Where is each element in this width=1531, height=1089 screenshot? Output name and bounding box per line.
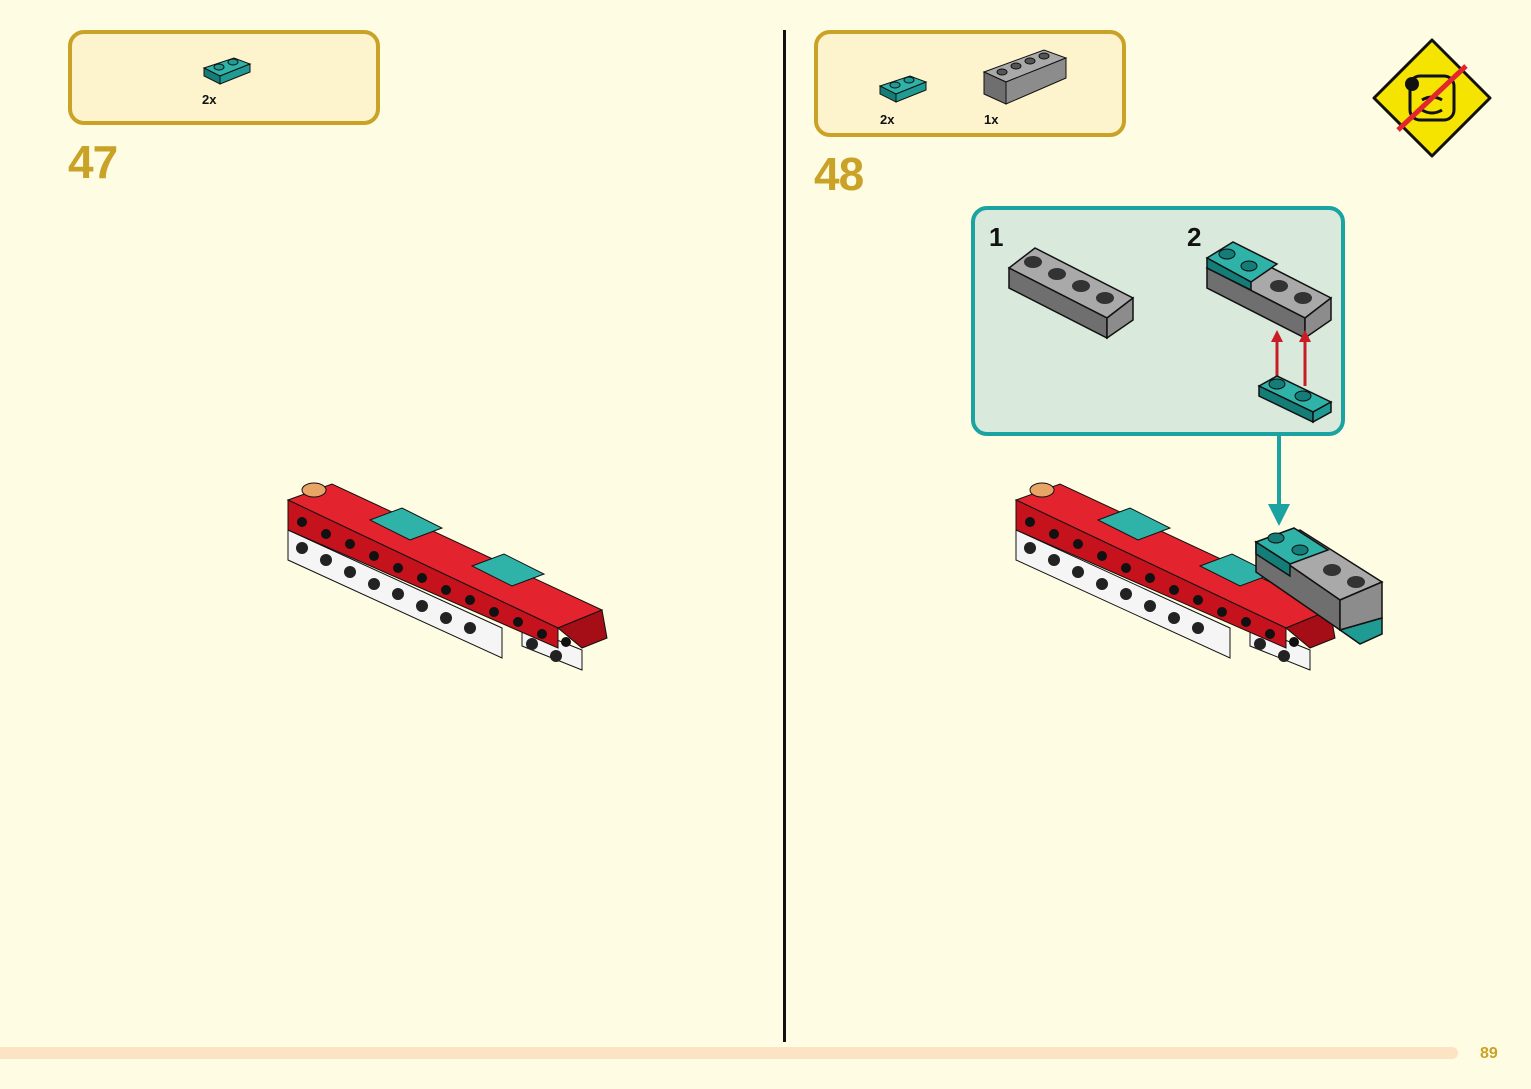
part-qty: 2x xyxy=(202,92,217,107)
teal-plate-1x2-icon xyxy=(202,57,252,85)
teal-plate-1x2-substep-2 xyxy=(1257,375,1333,424)
gray-brick-1x4-substep-1 xyxy=(1007,247,1135,340)
gray-brick-1x4-icon xyxy=(982,49,1068,105)
teal-plate-1x2-icon xyxy=(878,75,928,103)
substep-number: 1 xyxy=(989,222,1004,252)
tan-round-stud xyxy=(1029,482,1055,498)
assembly-model-step-48 xyxy=(1014,482,1384,671)
studs xyxy=(296,517,571,662)
gray-brick-with-teal-plate xyxy=(1254,527,1384,645)
studs xyxy=(1024,517,1299,662)
substep-callout: 1 2 xyxy=(971,206,1345,436)
page-number: 89 xyxy=(1480,1045,1498,1062)
teal-plates xyxy=(368,507,546,587)
assembly-model-step-47 xyxy=(286,482,608,671)
parts-list-step-47: 2x xyxy=(68,30,380,125)
substep-number: 2 xyxy=(1187,222,1202,252)
step-number: 48 xyxy=(814,148,864,200)
tan-round-stud xyxy=(301,482,327,498)
footer-bar xyxy=(0,1047,1458,1059)
parts-list-step-48: 2x 1x xyxy=(814,30,1126,137)
gray-brick-with-teal-plate-substep-2 xyxy=(1205,241,1333,340)
part-qty: 1x xyxy=(984,112,999,127)
part-qty: 2x xyxy=(880,112,895,127)
no-choking-hazard-sign-icon xyxy=(1372,38,1492,158)
page-divider xyxy=(783,30,786,1042)
step-number: 47 xyxy=(68,136,118,188)
callout-pointer-arrow xyxy=(1268,436,1290,526)
